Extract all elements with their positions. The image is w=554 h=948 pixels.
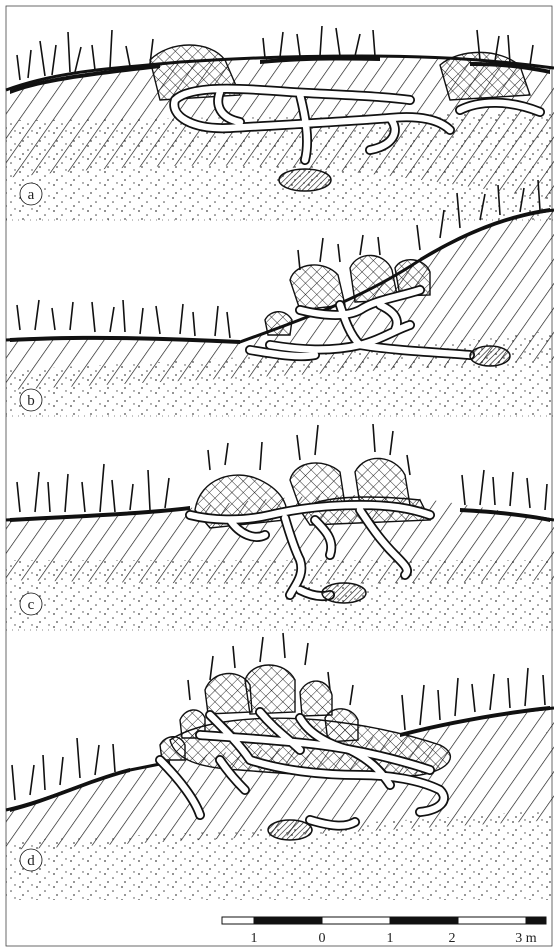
panel-d-nest-chamber bbox=[268, 820, 312, 840]
panel-label-a-text: a bbox=[28, 187, 35, 203]
panel-a-mound-right bbox=[440, 52, 530, 100]
scale-tick-1: 1 bbox=[387, 931, 394, 946]
panel-label-b: b bbox=[20, 389, 42, 411]
panel-b-nest-chamber bbox=[470, 346, 510, 366]
panel-label-b-text: b bbox=[27, 393, 35, 409]
scale-bar: 1 0 1 2 3 m bbox=[222, 917, 546, 946]
scale-tick-2: 2 bbox=[449, 931, 456, 946]
panel-label-c: c bbox=[20, 593, 42, 615]
scale-tick-3m: 3 m bbox=[515, 931, 537, 946]
panel-c-nest-chamber bbox=[322, 583, 366, 603]
scale-tick-0: 0 bbox=[319, 931, 326, 946]
panel-d bbox=[6, 633, 554, 900]
panel-c-dotted-subsoil bbox=[6, 560, 554, 630]
panel-label-c-text: c bbox=[28, 597, 35, 613]
scale-tick-1-left: 1 bbox=[251, 931, 258, 946]
panel-label-a: a bbox=[20, 183, 42, 205]
panel-a bbox=[6, 26, 554, 220]
panel-a-nest-chamber bbox=[279, 169, 331, 191]
panel-label-d: d bbox=[20, 849, 42, 871]
panel-label-d-text: d bbox=[27, 853, 35, 869]
panel-c bbox=[6, 424, 554, 630]
